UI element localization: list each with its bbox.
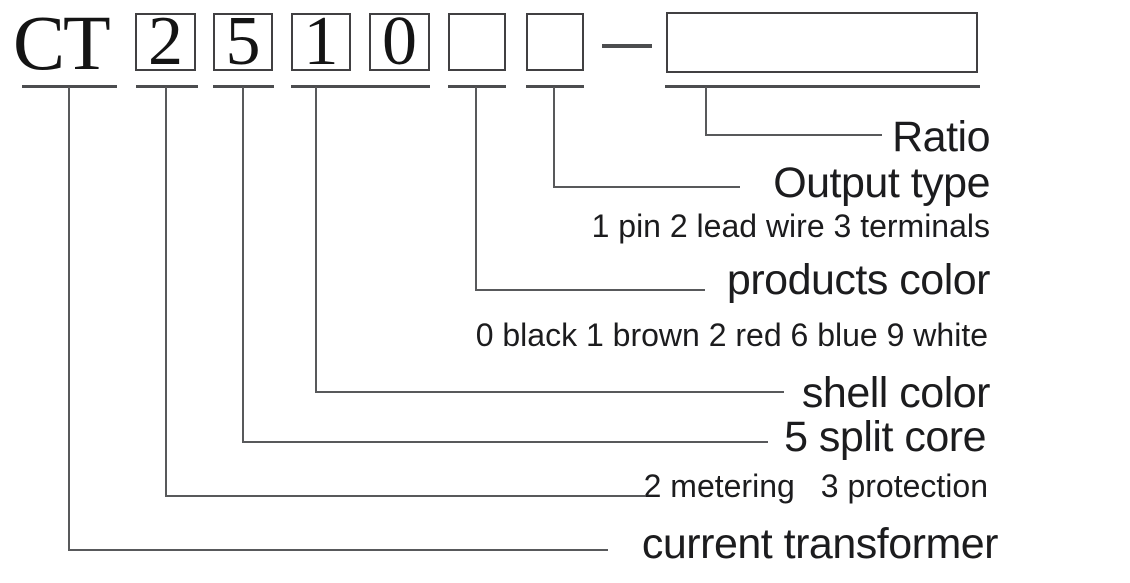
split-core-underline — [213, 85, 274, 88]
digit-box-products-color — [448, 13, 506, 71]
shell-color-drop-line — [315, 87, 317, 393]
split-core-label: 5 split core — [784, 413, 986, 461]
output-type-underline — [526, 85, 584, 88]
products-color-values-label: 0 black 1 brown 2 red 6 blue 9 white — [475, 317, 988, 353]
digit-box-metering-protection: 2 — [135, 7, 196, 77]
output-type-label-line — [553, 186, 740, 188]
output-type-drop-line — [553, 87, 555, 188]
output-type-label: Output type — [773, 159, 990, 207]
shell-color-underline — [291, 85, 430, 88]
output-type-values-label: 1 pin 2 lead wire 3 terminals — [591, 208, 990, 244]
metering-protection-label: 2 metering 3 protection — [644, 469, 988, 504]
digit-box-split-core: 5 — [213, 7, 273, 77]
split-core-drop-line — [242, 87, 244, 443]
digit-box-output-type — [526, 13, 584, 71]
ratio-label-line — [705, 134, 882, 136]
protection-option: 3 protection — [820, 468, 988, 504]
products-color-label: products color — [726, 256, 991, 304]
ratio-label: Ratio — [892, 113, 990, 161]
ct-underline — [22, 85, 117, 88]
digit-box-shell-color-first: 1 — [291, 7, 351, 77]
products-color-label-line — [475, 289, 705, 291]
current-transformer-label-line — [68, 549, 608, 551]
split-core-label-line — [242, 441, 768, 443]
metering-option: 2 metering — [643, 468, 795, 504]
ct-prefix-text: CT — [13, 0, 111, 86]
dash-separator — [602, 44, 652, 48]
shell-color-label: shell color — [801, 369, 991, 417]
products-color-underline — [448, 85, 506, 88]
ratio-box — [666, 12, 978, 73]
metering-drop-line — [165, 87, 167, 497]
products-color-drop-line — [475, 87, 477, 291]
metering-label-line — [165, 495, 645, 497]
ratio-drop-line — [705, 87, 707, 136]
current-transformer-label: current transformer — [641, 520, 999, 568]
ratio-underline — [665, 85, 980, 88]
ct-drop-line — [68, 87, 70, 551]
digit-box-shell-color-second: 0 — [369, 7, 430, 77]
metering-underline — [136, 85, 198, 88]
shell-color-label-line — [315, 391, 784, 393]
